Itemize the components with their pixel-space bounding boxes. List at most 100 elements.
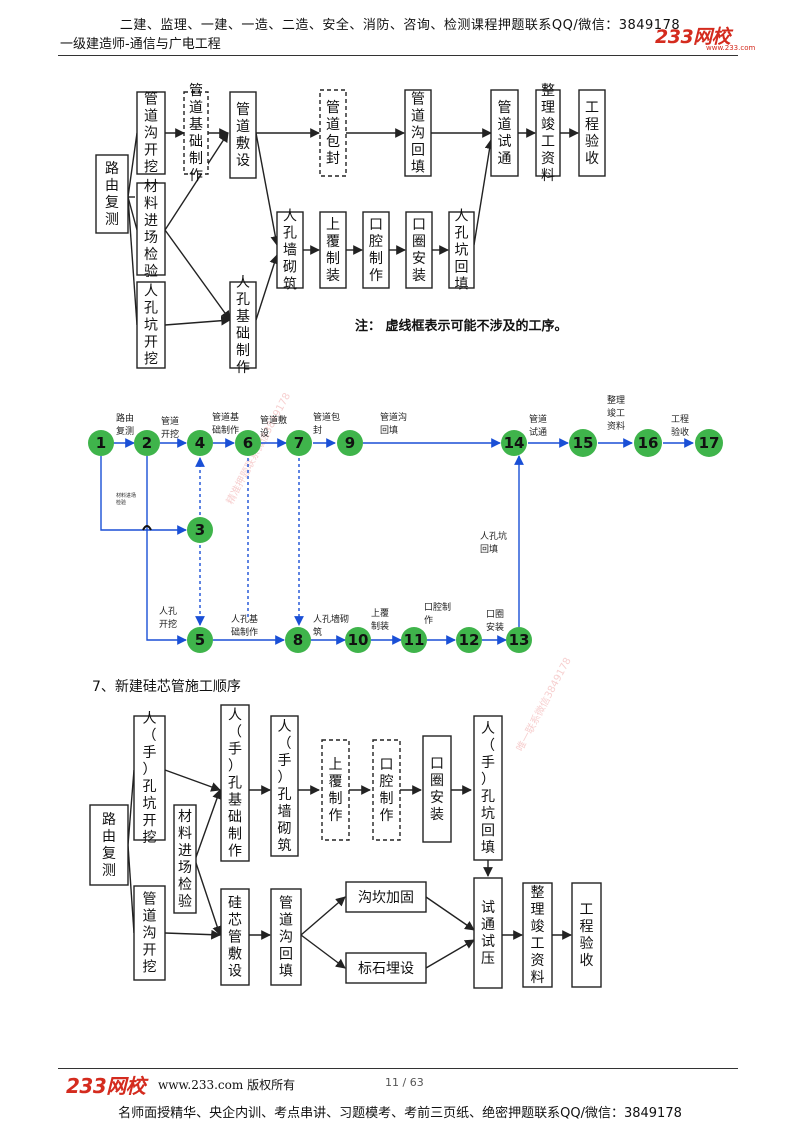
network-node-label: 13 [509, 631, 530, 649]
flow1-box-backfill: 管道沟回填 [404, 89, 432, 177]
flow2-box-label: 人（手）孔基础制作 [228, 708, 242, 860]
network-node-14: 14 [501, 430, 527, 456]
flow1-box-label: 路由复测 [105, 161, 119, 228]
flow2-box-label: 标石埋设 [358, 961, 414, 977]
network-node-label: 11 [404, 631, 425, 649]
flow1-box-label: 人孔坑回填 [455, 209, 469, 293]
network-node-13: 13 [506, 627, 532, 653]
flow2-box-label: 人（手）孔坑回填 [481, 721, 495, 856]
flow2-boxes: 路由复测人（手）孔坑开挖管道沟开挖材料进场检验人（手）孔基础制作硅芯管敷设人（手… [89, 704, 602, 989]
network-arrow-label-a24: 管道开挖 [161, 415, 179, 440]
network-node-label: 16 [638, 434, 659, 452]
section-title: 7、新建硅芯管施工顺序 [92, 679, 241, 695]
flow2-box-trench: 管道沟开挖 [133, 885, 166, 981]
flow2-box-mbase: 人（手）孔基础制作 [220, 704, 250, 862]
network-arrow-label-a1112: 口腔制作 [424, 601, 451, 626]
flow2-box-route: 路由复测 [89, 804, 129, 886]
flow2-box-label: 上覆制作 [329, 757, 343, 824]
flow2-box-accept: 工程验收 [571, 882, 602, 988]
site-logo-url: www.233.com [706, 44, 756, 52]
network-arrow-label-a1314: 人孔坑回填 [480, 530, 507, 555]
flow1-box-mbase: 人孔基础制作 [229, 275, 257, 376]
network-arrow-label-a67: 管道敷设 [260, 414, 287, 439]
flow1-box-label: 管道沟回填 [411, 92, 425, 176]
network-node-17: 17 [695, 429, 723, 457]
flow2-box-backfill: 管道沟回填 [270, 888, 302, 986]
header-subject: 一级建造师-通信与广电工程 [60, 37, 221, 52]
network-arrow-label-a79: 管道包封 [313, 411, 340, 436]
flow1-box-wrap: 管道包封 [319, 89, 347, 177]
flow1-box-cavity: 口腔制作 [362, 211, 390, 289]
network-node-2: 2 [134, 430, 160, 456]
network-node-label: 17 [699, 434, 720, 452]
flow1-box-ring: 口圈安装 [405, 211, 433, 289]
footer-divider [58, 1068, 738, 1069]
network-node-label: 15 [573, 434, 594, 452]
flow2-box-label: 管道沟回填 [279, 896, 293, 980]
flow1-box-pit: 人孔坑开挖 [136, 281, 166, 369]
network-node-10: 10 [345, 627, 371, 653]
flow1-box-label: 人孔坑开挖 [144, 284, 158, 368]
network-node-9: 9 [337, 430, 363, 456]
network-arrow-label-a1213: 口圈安装 [486, 609, 504, 633]
flow1-box-test: 管道试通 [490, 89, 519, 177]
network-arrow-label-a13: 材料进场检验 [116, 492, 136, 506]
flow2-box-label: 试通试压 [481, 900, 495, 967]
flow-chart-pipeline [127, 128, 579, 326]
flow2-box-marker: 标石埋设 [345, 952, 427, 984]
network-node-label: 1 [96, 434, 106, 452]
network-arrow-label-a58: 人孔基础制作 [231, 613, 258, 638]
diagrams-canvas: 路由复测管道沟开挖材料进场检验人孔坑开挖管道基础制作管道敷设人孔基础制作管道包封… [88, 83, 723, 989]
network-arrow-label-a12: 路由复测 [116, 412, 134, 437]
flow1-boxes: 路由复测管道沟开挖材料进场检验人孔坑开挖管道基础制作管道敷设人孔基础制作管道包封… [95, 83, 606, 376]
flow2-box-cavity: 口腔制作 [372, 739, 401, 841]
network-node-label: 9 [345, 434, 355, 452]
flow1-box-trench: 管道沟开挖 [136, 91, 166, 176]
flow2-box-label: 口圈安装 [430, 756, 444, 823]
network-node-3: 3 [187, 517, 213, 543]
footer-logo[interactable]: 233网校 [66, 1074, 146, 1098]
network-node-label: 6 [243, 434, 253, 452]
flow2-box-label: 工程验收 [580, 902, 594, 969]
flow2-box-material: 材料进场检验 [173, 804, 197, 914]
network-node-5: 5 [187, 627, 213, 653]
network-node-label: 4 [195, 434, 205, 452]
flow1-box-wall: 人孔墙砌筑 [276, 209, 304, 293]
flow2-box-wall: 人（手）孔墙砌筑 [270, 715, 299, 857]
site-logo[interactable]: 233网校 [655, 26, 731, 48]
footer-promo-line: 名师面授精华、央企内训、考点串讲、习题模考、考前三页纸、绝密押题联系QQ/微信：… [118, 1106, 682, 1121]
flow1-box-label: 材料进场检验 [144, 179, 158, 280]
flow2-box-label: 口腔制作 [380, 757, 394, 824]
network-node-label: 7 [294, 434, 304, 452]
flow1-box-label: 工程验收 [585, 100, 599, 167]
network-node-8: 8 [285, 627, 311, 653]
network-node-6: 6 [235, 430, 261, 456]
network-arrow-label-a46: 管道基础制作 [212, 411, 239, 436]
network-arrow-label-a810: 人孔墙砌筑 [313, 613, 349, 638]
flow2-box-cover: 上覆制作 [321, 739, 350, 841]
header-promo-line: 二建、监理、一建、一造、二造、安全、消防、咨询、检测课程押题联系QQ/微信：38… [119, 18, 681, 33]
network-node-16: 16 [634, 429, 662, 457]
network-node-label: 12 [459, 631, 480, 649]
flow1-box-label: 整理竣工资料 [541, 83, 555, 184]
flow2-box-press: 试通试压 [473, 877, 503, 989]
flow1-box-route: 路由复测 [95, 154, 129, 234]
header-divider [58, 55, 738, 56]
flow2-box-label: 沟坎加固 [358, 890, 414, 906]
flow2-box-label: 管道沟开挖 [143, 892, 157, 976]
watermark-2: 唯一联系微信3849178 [513, 655, 574, 753]
flow1-box-material: 材料进场检验 [136, 179, 166, 280]
flow2-box-label: 材料进场检验 [178, 809, 192, 910]
network-node-4: 4 [187, 430, 213, 456]
flow1-box-label: 人孔基础制作 [236, 275, 250, 376]
network-node-1: 1 [88, 430, 114, 456]
page-number: 11 / 63 [385, 1076, 424, 1089]
flow1-box-label: 口腔制作 [369, 217, 383, 284]
flow2-box-silicon: 硅芯管敷设 [220, 888, 250, 986]
network-arrow-label-a1415: 管道试通 [529, 413, 547, 438]
network-node-label: 14 [504, 434, 525, 452]
network-node-label: 8 [293, 631, 303, 649]
network-arrow-label-a25: 人孔开挖 [159, 606, 177, 630]
flow2-box-docs: 整理竣工资料 [522, 882, 553, 988]
